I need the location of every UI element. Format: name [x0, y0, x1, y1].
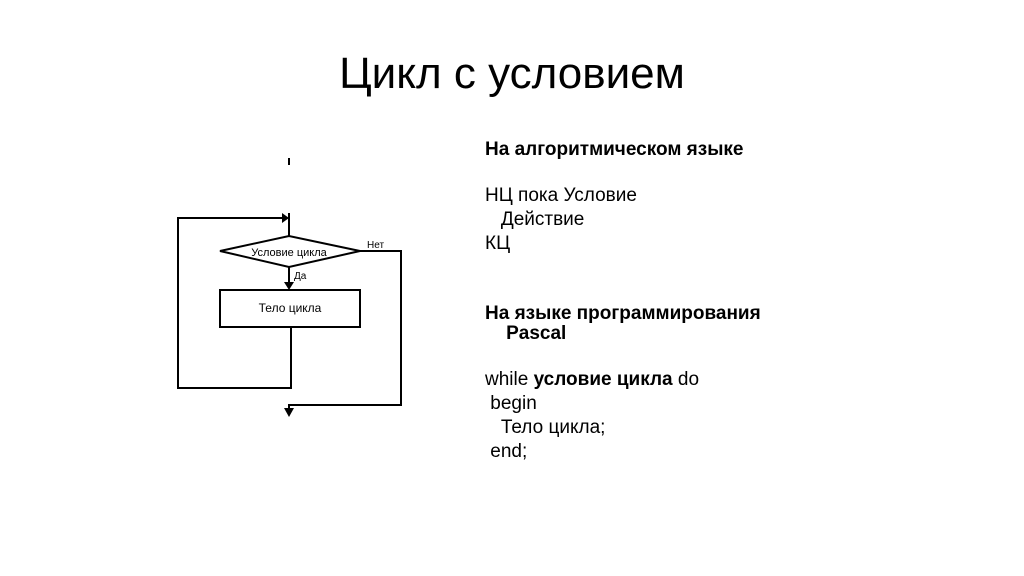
do-keyword: do — [672, 369, 700, 390]
yes-label: Да — [294, 271, 307, 282]
algorithmic-line-1: НЦ пока Условие — [485, 185, 637, 206]
pascal-end: end; — [485, 441, 528, 462]
body-label: Тело цикла — [259, 301, 322, 315]
pascal-heading-1: На языке программирования — [485, 303, 761, 324]
no-line — [288, 250, 402, 410]
loop-back-arrowhead — [282, 213, 289, 223]
no-label: Нет — [367, 240, 384, 251]
while-keyword: while — [485, 369, 534, 390]
pascal-heading-2: Pascal — [485, 323, 567, 344]
loop-back-line — [177, 217, 292, 389]
pascal-while-line: while условие цикла do — [485, 368, 885, 392]
body-rect — [219, 289, 361, 328]
algorithmic-line-3: КЦ — [485, 233, 511, 254]
yes-arrowhead — [284, 282, 294, 290]
pascal-body: Тело цикла; — [485, 417, 606, 438]
exit-arrowhead — [284, 408, 294, 417]
algorithmic-line-2: Действие — [485, 209, 585, 230]
description-text: На алгоритмическом языке НЦ пока Условие… — [485, 138, 885, 464]
condition-label: Условие цикла — [251, 247, 327, 259]
pascal-condition: условие цикла — [533, 369, 673, 390]
algorithmic-heading: На алгоритмическом языке — [485, 139, 744, 160]
slide-title: Цикл с условием — [339, 49, 685, 98]
pascal-begin: begin — [485, 393, 537, 414]
